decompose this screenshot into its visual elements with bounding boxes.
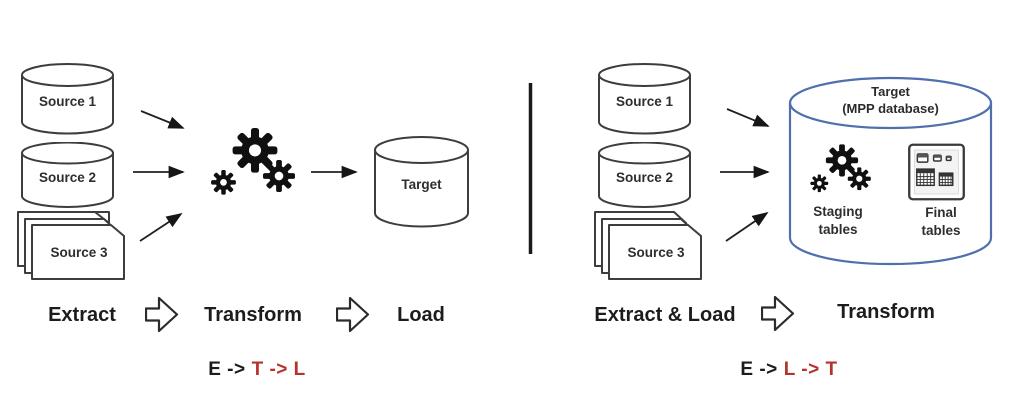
block-arrow-icon <box>145 296 179 333</box>
database-icon <box>598 63 691 135</box>
tables-icon <box>908 143 965 201</box>
block-arrow-icon <box>761 295 795 332</box>
arrow-source3-to-gears <box>139 213 183 242</box>
etl-source1-database: Source 1 <box>20 63 115 135</box>
mpp-target-title: Target (MPP database) <box>788 83 993 117</box>
block-arrow-icon <box>336 296 370 333</box>
final-tables-label: Final tables <box>891 204 991 239</box>
elt-formula: E ->L -> T <box>689 358 889 382</box>
database-icon <box>598 142 691 208</box>
elt-source1-database: Source 1 <box>597 63 692 135</box>
step-transform: Transform <box>204 304 302 326</box>
etl-formula: E ->T -> L <box>157 358 357 382</box>
database-icon <box>21 63 114 135</box>
elt-source3-files: Source 3 <box>594 211 704 281</box>
step-extract: Extract <box>48 304 116 326</box>
etl-target-database: Target <box>373 136 470 228</box>
stacked-files-icon <box>17 211 125 280</box>
formula-black: E -> <box>208 359 246 380</box>
stacked-files-icon <box>594 211 702 280</box>
final-label-line1: Final <box>925 205 957 220</box>
elt-staging-gears <box>806 144 878 202</box>
elt-source2-database: Source 2 <box>597 142 692 208</box>
etl-panel: Source 1 Source 2 Source 3 <box>17 63 470 382</box>
elt-target-mpp-database: Target (MPP database) <box>788 76 993 266</box>
arrow-source1-to-gears <box>140 110 185 129</box>
target-title-line: Target <box>871 84 910 99</box>
etl-source3-files: Source 3 <box>17 211 127 281</box>
target-label: Target <box>401 177 442 192</box>
database-icon <box>21 142 114 208</box>
gears-icon <box>806 144 878 202</box>
source-label: Source 2 <box>615 170 674 185</box>
step-extract-load: Extract & Load <box>594 304 736 326</box>
staging-label-line2: tables <box>818 221 858 237</box>
arrow-source1-to-mpp <box>726 108 770 127</box>
source-label: Source 1 <box>615 94 674 109</box>
final-label-line2: tables <box>921 222 961 238</box>
source-label: Source 3 <box>627 245 685 260</box>
arrow-source3-to-mpp <box>725 211 769 242</box>
etl-transform-gears <box>205 128 305 208</box>
etl-source2-database: Source 2 <box>20 142 115 208</box>
staging-label-line1: Staging <box>813 204 863 219</box>
step-load: Load <box>397 304 445 326</box>
formula-red: T -> L <box>251 359 306 380</box>
elt-panel: Source 1 Source 2 Source 3 <box>512 0 1024 400</box>
formula-red: L -> T <box>783 359 838 380</box>
formula-black: E -> <box>740 359 778 380</box>
step-transform-elt: Transform <box>837 301 935 323</box>
target-subtitle-line: (MPP database) <box>842 101 939 116</box>
source-label: Source 1 <box>38 94 97 109</box>
staging-tables-label: Staging tables <box>788 203 888 238</box>
mpp-database-cylinder-icon <box>788 76 993 266</box>
elt-final-tables <box>907 143 966 201</box>
gears-icon <box>205 128 305 208</box>
source-label: Source 3 <box>50 245 108 260</box>
source-label: Source 2 <box>38 170 97 185</box>
database-icon <box>374 136 469 228</box>
